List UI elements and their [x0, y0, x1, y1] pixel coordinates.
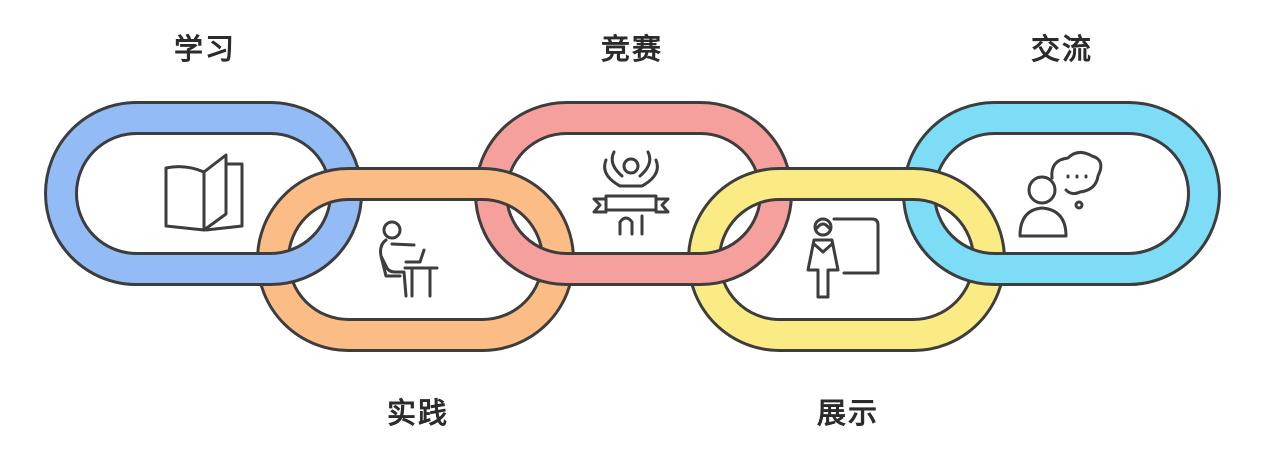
label-communication: 交流 — [1030, 32, 1094, 66]
winner-with-banner-icon — [592, 150, 670, 236]
label-showcase: 展示 — [816, 396, 880, 430]
presenter-with-board-icon — [806, 217, 880, 299]
student-at-desk-icon — [379, 220, 439, 298]
link-learning-overlap — [52, 232, 355, 286]
label-learning: 学习 — [173, 32, 237, 66]
person-thought-bubble-icon — [1018, 151, 1103, 238]
link-competition-overlap — [482, 232, 785, 286]
open-book-icon — [164, 153, 244, 232]
label-competition: 竞赛 — [600, 32, 664, 66]
label-practice: 实践 — [386, 396, 450, 430]
link-communication-overlap — [910, 232, 1213, 286]
